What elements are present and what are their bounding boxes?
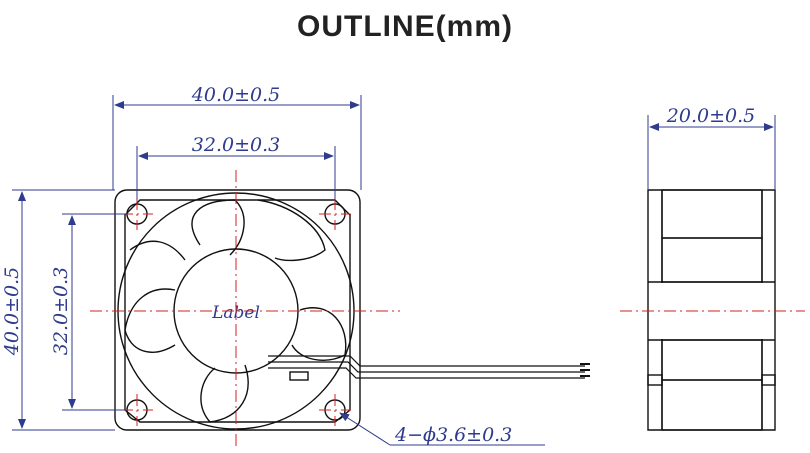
dimension-width-outer: 40.0±0.5 <box>112 84 362 190</box>
svg-text:40.0±0.5: 40.0±0.5 <box>1 267 23 356</box>
hole-callout: 4−ϕ3.6±0.3 <box>339 412 545 446</box>
page-title: OUTLINE(mm) <box>297 10 513 43</box>
dimension-height-outer: 40.0±0.5 <box>1 189 115 431</box>
side-view: 20.0±0.5 <box>620 105 805 431</box>
dimension-depth: 20.0±0.5 <box>647 105 776 190</box>
svg-text:20.0±0.5: 20.0±0.5 <box>666 105 755 127</box>
front-view: Label 40 <box>1 84 590 448</box>
svg-text:40.0±0.5: 40.0±0.5 <box>191 84 280 106</box>
fan-blades <box>124 199 347 423</box>
svg-text:32.0±0.3: 32.0±0.3 <box>50 267 72 355</box>
svg-text:4−ϕ3.6±0.3: 4−ϕ3.6±0.3 <box>394 424 512 446</box>
dimension-width-holes: 32.0±0.3 <box>136 134 336 200</box>
fan-frame-outline <box>114 189 361 431</box>
dimension-height-holes: 32.0±0.3 <box>50 213 125 411</box>
lead-wires <box>268 355 590 381</box>
svg-text:32.0±0.3: 32.0±0.3 <box>192 134 280 156</box>
